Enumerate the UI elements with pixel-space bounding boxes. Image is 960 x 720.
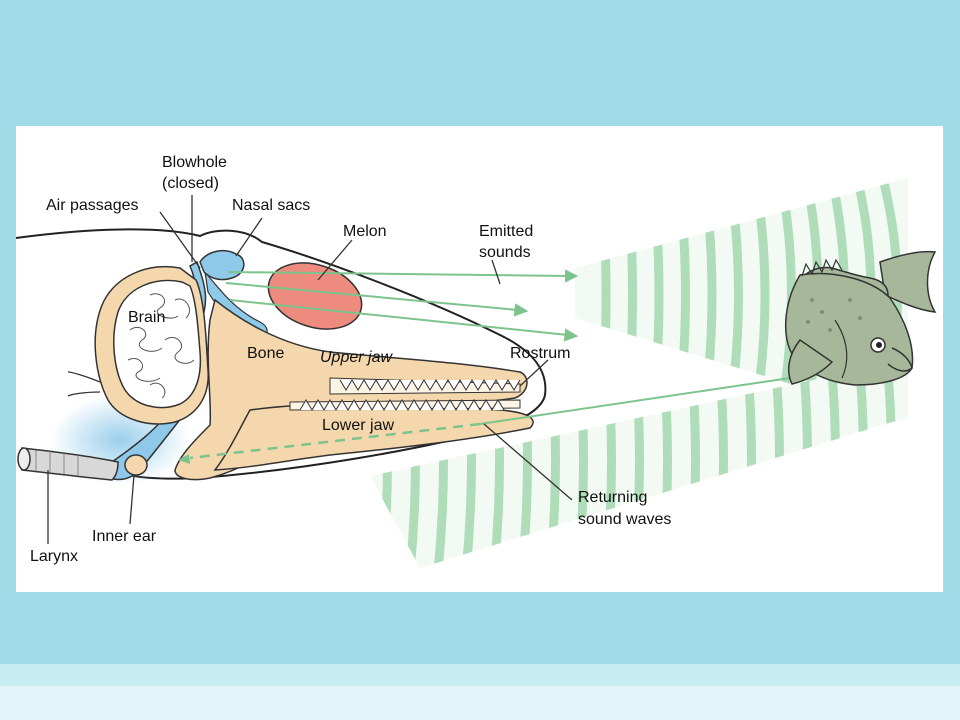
label-emitted-line1: Emitted xyxy=(479,223,533,240)
inner-ear xyxy=(124,454,148,476)
melon xyxy=(267,262,363,330)
label-brain: Brain xyxy=(128,309,165,326)
label-returning-line1: Returning xyxy=(578,489,647,506)
label-upper-jaw: Upper jaw xyxy=(320,349,393,366)
label-blowhole-line2: (closed) xyxy=(162,175,219,192)
label-bone: Bone xyxy=(247,345,284,362)
label-nasal-sacs: Nasal sacs xyxy=(232,197,310,214)
returning-sound-path xyxy=(178,377,791,464)
teeth xyxy=(289,377,521,411)
label-blowhole-line1: Blowhole xyxy=(162,154,227,171)
footer-band-light xyxy=(0,664,960,686)
label-inner-ear: Inner ear xyxy=(92,528,157,545)
fish xyxy=(784,250,937,386)
emitted-sound-arrows xyxy=(225,269,579,342)
footer-band-lighter xyxy=(0,686,960,720)
larynx xyxy=(17,447,119,481)
brain-folds xyxy=(127,293,195,399)
label-larynx: Larynx xyxy=(30,548,78,565)
label-lower-jaw: Lower jaw xyxy=(322,417,394,434)
brain xyxy=(113,279,202,409)
label-air-passages: Air passages xyxy=(46,197,139,214)
leader-lines xyxy=(47,195,573,544)
label-melon: Melon xyxy=(343,223,387,240)
label-rostrum: Rostrum xyxy=(510,345,570,362)
labels: Blowhole (closed) Air passages Nasal sac… xyxy=(30,154,671,565)
label-returning-line2: sound waves xyxy=(578,511,671,528)
label-emitted-line2: sounds xyxy=(479,244,531,261)
